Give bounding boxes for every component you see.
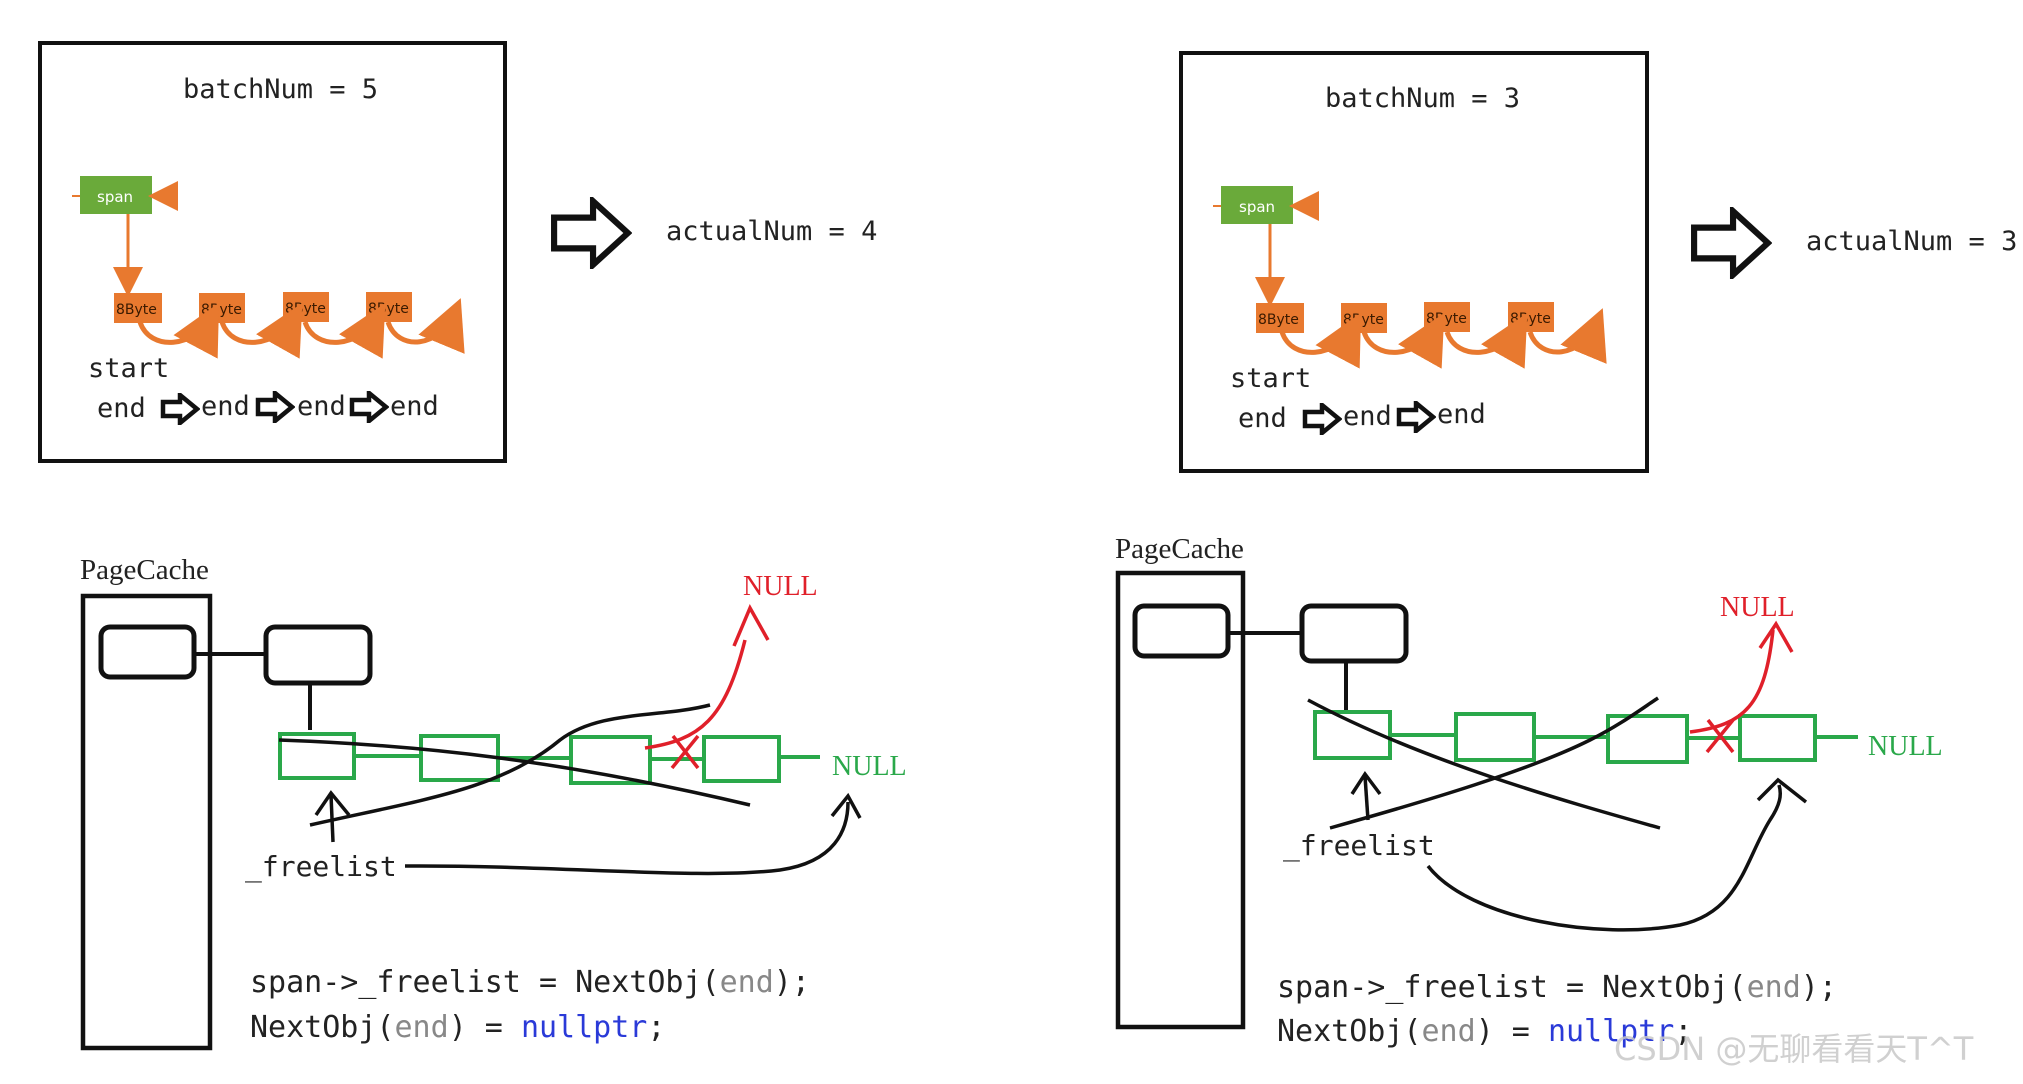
left-freelist-label: _freelist	[245, 850, 397, 884]
right-loop-curve	[1426, 784, 1783, 932]
left-null-green: NULL	[832, 751, 907, 782]
left-list-node-4	[702, 735, 781, 783]
right-span-slot	[1299, 603, 1409, 664]
right-end-label-2: end	[1343, 401, 1392, 432]
left-freelist-pointer	[329, 794, 335, 843]
watermark: CSDN @无聊看看天T^T	[1614, 1030, 1974, 1068]
right-block-label-3: 8Byte	[1426, 311, 1467, 327]
right-null-red: NULL	[1720, 592, 1795, 623]
right-end-label-3: end	[1437, 399, 1486, 430]
right-span-node	[1221, 186, 1293, 224]
left-pc-slot	[98, 624, 197, 680]
left-panel: batchNum = 5 span 8Byte 8Byte 8Byte 8Byt…	[38, 41, 907, 1051]
left-block-label-4: 8Byte	[368, 301, 409, 317]
right-freelist-arrowhead	[1350, 770, 1382, 796]
left-end-label-4: end	[390, 391, 439, 422]
left-end-label-3: end	[297, 391, 346, 422]
right-span-label: span	[1239, 198, 1275, 216]
left-loop-curve	[404, 801, 850, 876]
left-end-label-2: end	[201, 391, 250, 422]
right-pc-slot	[1132, 603, 1231, 659]
right-red-arrowhead	[1758, 620, 1794, 653]
left-start-label: start	[88, 353, 169, 384]
left-step-arrow-3	[352, 393, 386, 421]
left-span-slot	[263, 624, 373, 686]
right-null-green: NULL	[1868, 731, 1943, 762]
right-block-1	[1256, 303, 1304, 333]
right-batch-label: batchNum = 3	[1325, 83, 1520, 114]
right-pagecache-label: PageCache	[1115, 533, 1244, 565]
right-link-curve-4	[1527, 308, 1607, 364]
right-block-label-4: 8Byte	[1510, 311, 1551, 327]
right-block-label-1: 8Byte	[1258, 312, 1299, 328]
left-red-x	[670, 734, 700, 770]
left-pagecache-label: PageCache	[80, 554, 209, 586]
left-block-label-1: 8Byte	[116, 302, 157, 318]
left-red-arrowhead	[732, 604, 770, 647]
left-span-label: span	[97, 188, 133, 206]
left-batch-label: batchNum = 5	[183, 74, 378, 105]
right-code-line-2: NextObj(end) = nullptr;	[1277, 1014, 1692, 1049]
left-freelist-arrowhead	[314, 790, 351, 817]
right-block-label-2: 8Byte	[1343, 312, 1384, 328]
left-pagecache-box	[80, 593, 213, 1051]
left-cross-stroke-1	[278, 738, 751, 807]
right-freelist-label: _freelist	[1283, 829, 1435, 863]
right-link-curve-3	[1444, 312, 1528, 369]
right-code-line-1: span->_freelist = NextObj(end);	[1277, 970, 1837, 1005]
left-link-curve-1	[137, 302, 220, 359]
left-link-curve-3	[302, 302, 386, 359]
right-list-node-4	[1738, 714, 1817, 762]
left-block-1	[114, 293, 162, 323]
right-link-curve-2	[1361, 312, 1445, 369]
left-actual-label: actualNum = 4	[666, 216, 877, 247]
right-freelist-pointer	[1363, 775, 1370, 821]
right-result-arrow	[1694, 211, 1768, 275]
left-block-label-2: 8Byte	[201, 302, 242, 318]
right-batch-box	[1179, 51, 1649, 473]
right-step-arrow-2	[1399, 403, 1433, 431]
right-start-label: start	[1230, 363, 1311, 394]
left-step-arrow-2	[258, 393, 292, 421]
right-step-arrow-1	[1305, 405, 1339, 433]
right-link-curve-1	[1279, 312, 1362, 369]
left-span-node	[80, 176, 152, 214]
left-link-curve-2	[219, 302, 303, 359]
right-end-label-1: end	[1238, 403, 1287, 434]
left-code-line-1: span->_freelist = NextObj(end);	[250, 965, 810, 1000]
left-red-redirect	[644, 639, 747, 750]
right-pagecache-box	[1115, 570, 1246, 1030]
left-cross-stroke-2	[309, 703, 711, 827]
right-panel: batchNum = 3 span 8Byte 8Byte 8Byte 8Byt…	[1115, 51, 2017, 1049]
left-code-line-2: NextObj(end) = nullptr;	[250, 1010, 665, 1045]
right-list-node-2	[1454, 712, 1536, 762]
left-end-label-1: end	[97, 393, 146, 424]
left-step-arrow-1	[163, 395, 197, 423]
left-loop-arrowhead	[830, 792, 862, 819]
right-cross-stroke-2	[1329, 696, 1659, 830]
right-cross-stroke-1	[1307, 698, 1661, 830]
left-link-curve-4	[385, 298, 465, 354]
left-result-arrow	[554, 201, 628, 265]
right-loop-arrowhead	[1756, 777, 1808, 804]
left-batch-box	[38, 41, 507, 463]
left-block-label-3: 8Byte	[285, 301, 326, 317]
right-red-redirect	[1689, 629, 1775, 734]
left-null-red: NULL	[743, 571, 818, 602]
right-actual-label: actualNum = 3	[1806, 226, 2017, 257]
right-red-x	[1705, 718, 1735, 754]
